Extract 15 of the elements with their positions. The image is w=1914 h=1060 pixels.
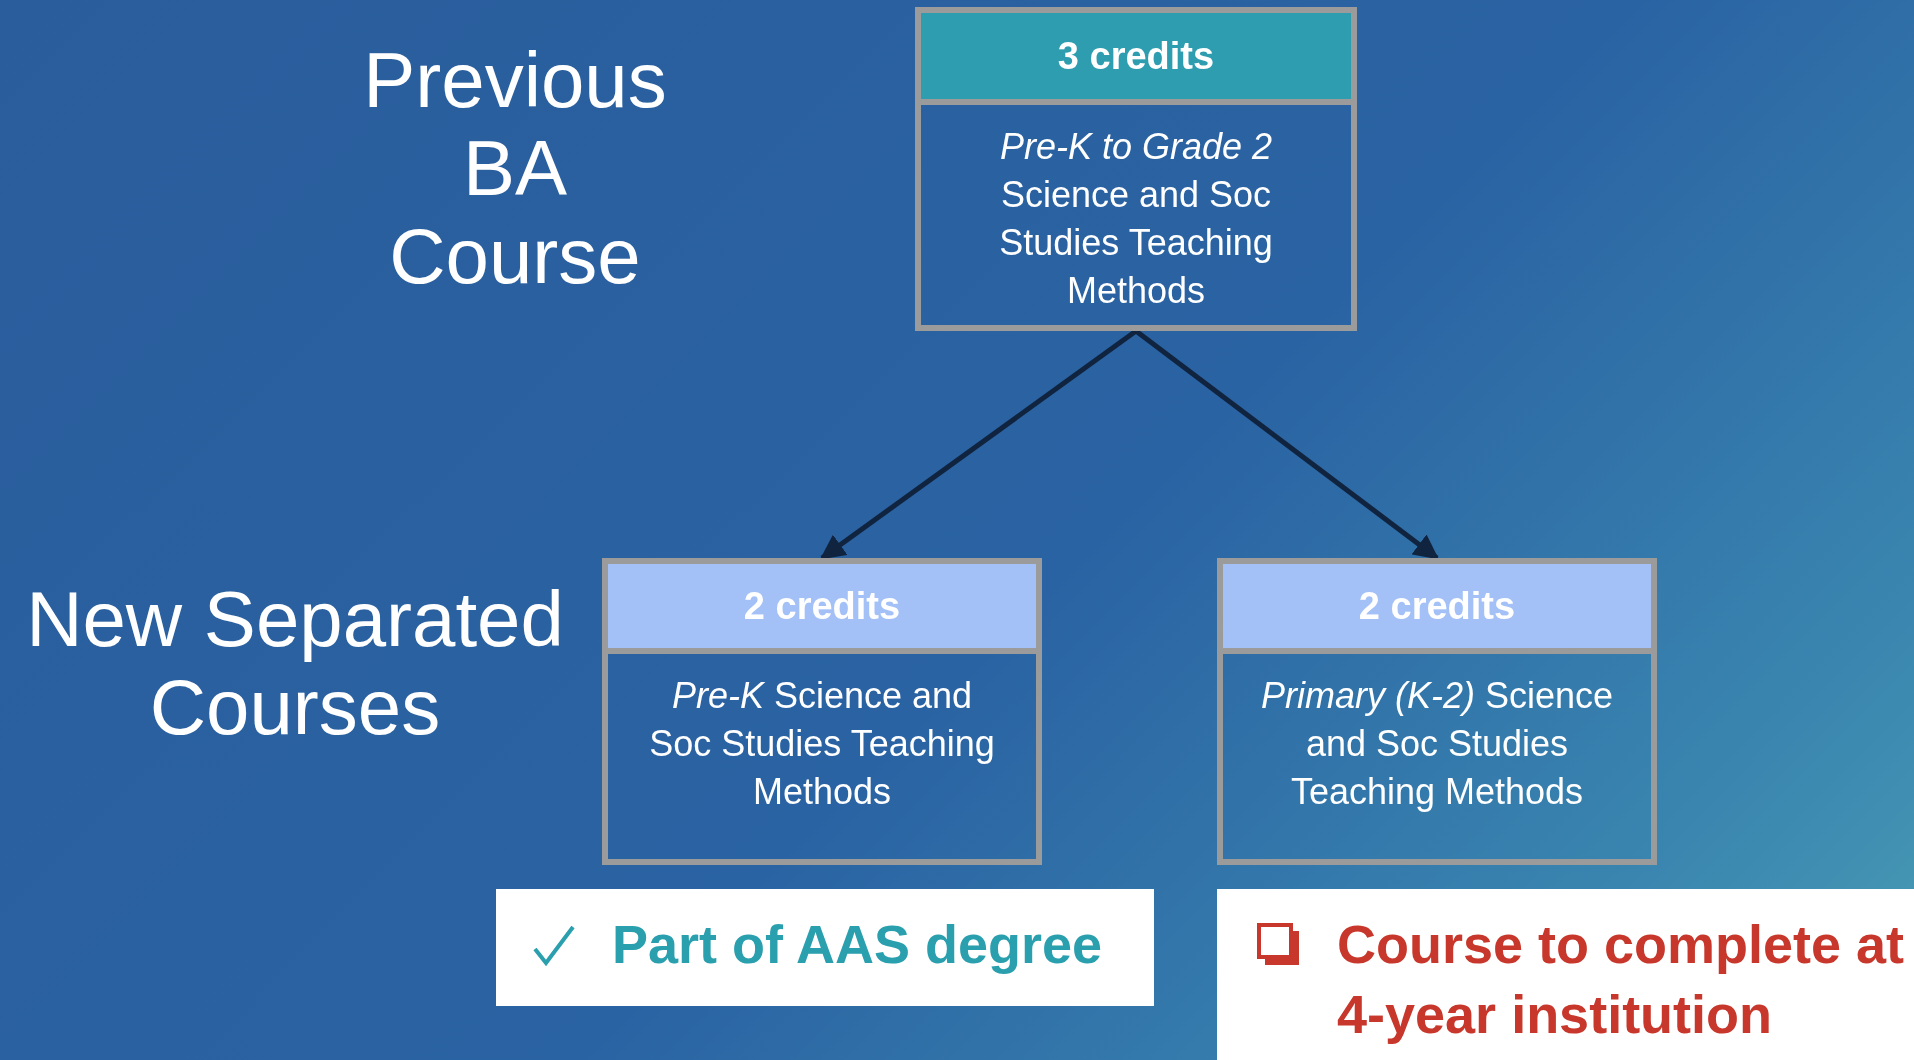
row-heading: Previous BA Course [362, 36, 668, 300]
legend-text: Course to complete at 4-year institution [1337, 913, 1906, 1046]
course-title: Pre-K Science and Soc Studies Teaching Methods [648, 674, 996, 814]
course-title: Pre-K to Grade 2 Science and Soc Studies Teaching Methods [998, 125, 1274, 313]
credits-header: 2 credits [608, 564, 1036, 654]
arrow [819, 328, 1138, 561]
credits-header: 2 credits [1223, 564, 1651, 654]
course-box [602, 558, 1042, 865]
course-box [1217, 558, 1657, 865]
legend-text: Part of AAS degree [612, 913, 1103, 976]
credits-header: 3 credits [921, 13, 1351, 105]
course-box [915, 7, 1357, 331]
arrow [1134, 329, 1439, 560]
row-heading: New Separated Courses [25, 575, 565, 751]
course-title: Primary (K-2) Science and Soc Studies Teaching Methods [1259, 674, 1615, 814]
